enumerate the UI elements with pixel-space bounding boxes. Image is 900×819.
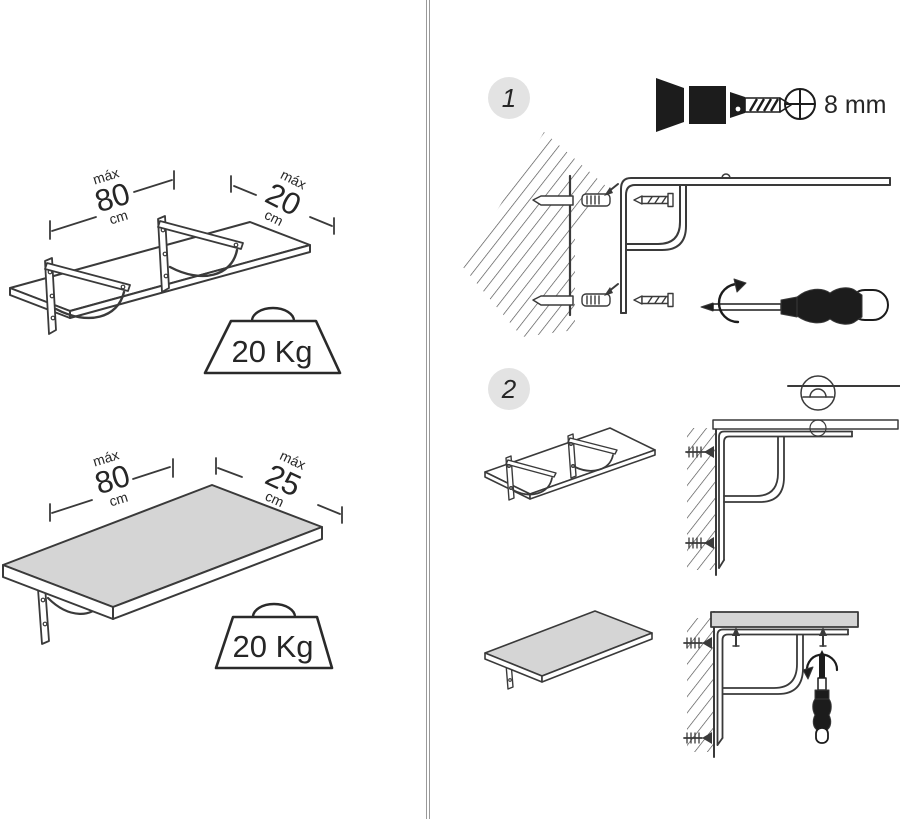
step-2-detail-callout [787, 375, 900, 411]
dimension-length-top: máx 80 cm [49, 164, 175, 240]
drill-diameter-value: 8 mm [824, 91, 887, 119]
diameter-symbol-icon [784, 88, 816, 120]
bracket-icon [44, 257, 131, 335]
max-label: máx [91, 446, 121, 469]
screw-icon [685, 537, 714, 549]
drill-bit-icon [656, 78, 792, 132]
screw-icon [683, 732, 712, 744]
step-1-number: 1 [502, 83, 516, 113]
bracket-icon [505, 455, 557, 501]
wall-anchor-icon [581, 283, 619, 307]
screw-icon [633, 292, 674, 308]
screw-icon [732, 627, 740, 647]
step-1-badge: 1 [488, 77, 530, 119]
screw-icon [819, 627, 827, 647]
bracket-icon [157, 215, 244, 293]
max-weight-value: 20 Kg [232, 629, 313, 664]
screwdriver-icon [700, 278, 889, 325]
rotation-arrow-icon [717, 278, 747, 324]
unit-label: cm [263, 488, 287, 510]
screwdriver-icon [802, 650, 839, 744]
step-2-plain-shelf [484, 610, 653, 690]
step-2-fasten-shelf [683, 611, 859, 758]
wall-anchor-icon [581, 183, 619, 207]
weight-icon: 20 Kg [203, 306, 342, 375]
step-1-illustration [463, 132, 891, 337]
left-panel-illustration: máx 80 cm máx 20 cm 20 Kg [2, 164, 343, 670]
bracket-icon [716, 628, 849, 746]
step-2-shelf-with-brackets [484, 427, 656, 501]
step-2-number: 2 [501, 374, 517, 404]
shelf-top-diagram [9, 215, 311, 335]
max-weight-value: 20 Kg [231, 334, 312, 369]
right-panel-illustration: 1 8 mm [463, 77, 900, 758]
bracket-icon [620, 173, 891, 314]
rotation-arrow-icon [802, 653, 839, 680]
shelf-bottom-diagram [2, 484, 323, 645]
panel-divider [426, 0, 430, 819]
bracket-icon [718, 430, 853, 569]
screw-icon [633, 192, 674, 208]
screw-icon [685, 446, 714, 458]
unit-label: cm [262, 206, 286, 229]
screw-icon [683, 637, 712, 649]
step-2-badge: 2 [488, 368, 530, 410]
weight-icon: 20 Kg [214, 602, 334, 670]
unit-label: cm [107, 207, 130, 228]
bracket-icon [567, 433, 618, 479]
step-2-wall-mount [685, 419, 899, 576]
max-label: máx [91, 164, 121, 187]
unit-label: cm [107, 489, 130, 510]
